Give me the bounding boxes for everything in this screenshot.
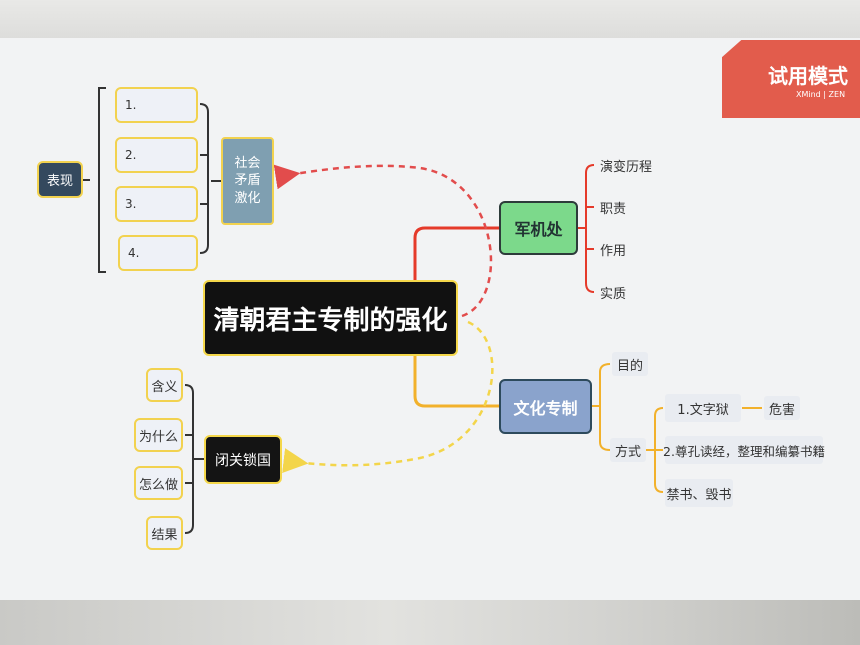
item-4[interactable]: 4. xyxy=(118,235,198,271)
background-top-band xyxy=(0,0,860,38)
topic-biguan[interactable]: 闭关锁国 xyxy=(204,435,282,484)
item-1[interactable]: 1. xyxy=(115,87,198,123)
subtopic-hanyi[interactable]: 含义 xyxy=(146,368,183,402)
subtopic-wenziyu[interactable]: 1.文字狱 xyxy=(665,394,741,422)
bracket-shehui xyxy=(199,103,221,254)
subtopic-mudi[interactable]: 目的 xyxy=(612,352,649,376)
shehui-line-1: 社会 xyxy=(234,155,261,171)
subtopic-zuoyong[interactable]: 作用 xyxy=(600,243,627,259)
bracket-fangshi xyxy=(645,407,664,493)
bracket-biguan xyxy=(184,384,204,534)
subtopic-zenmezuo[interactable]: 怎么做 xyxy=(134,466,183,500)
item-2[interactable]: 2. xyxy=(115,137,198,173)
bracket-junjichu xyxy=(578,164,595,293)
watermark-title: 试用模式 xyxy=(768,64,848,88)
subtopic-jinshu[interactable]: 禁书、毁书 xyxy=(665,479,733,507)
shehui-line-2: 矛盾 xyxy=(234,173,261,189)
subtopic-shizhi[interactable]: 实质 xyxy=(600,286,627,302)
topic-junjichu[interactable]: 军机处 xyxy=(499,201,578,255)
relation-dashed-yellow xyxy=(282,320,494,473)
subtopic-zunkong[interactable]: 2.尊孔读经，整理和编纂书籍 xyxy=(663,436,825,464)
subtopic-weihai[interactable]: 危害 xyxy=(764,396,801,420)
topic-shehui-maodun[interactable]: 社会 矛盾 激化 xyxy=(221,137,274,225)
bracket-biaoxian xyxy=(83,87,106,273)
subtopic-yanbian[interactable]: 演变历程 xyxy=(600,159,653,175)
subtopic-fangshi[interactable]: 方式 xyxy=(610,438,647,462)
subtopic-weishenme[interactable]: 为什么 xyxy=(134,418,183,452)
item-3[interactable]: 3. xyxy=(115,186,198,222)
trial-mode-watermark xyxy=(722,40,860,118)
connector-root-junjichu xyxy=(413,226,499,280)
topic-wenhua[interactable]: 文化专制 xyxy=(499,379,592,434)
subtopic-jieguo[interactable]: 结果 xyxy=(146,516,183,550)
watermark-subtitle: XMind | ZEN xyxy=(796,90,846,99)
background-bottom-band xyxy=(0,600,860,645)
root-topic[interactable]: 清朝君主专制的强化 xyxy=(203,280,458,356)
bracket-wenhua xyxy=(592,363,611,451)
connector-root-wenhua xyxy=(413,356,499,408)
subtopic-zhize[interactable]: 职责 xyxy=(600,201,627,217)
topic-biaoxian[interactable]: 表现 xyxy=(37,161,83,198)
relation-dashed-red xyxy=(273,164,493,318)
shehui-line-3: 激化 xyxy=(234,190,261,206)
